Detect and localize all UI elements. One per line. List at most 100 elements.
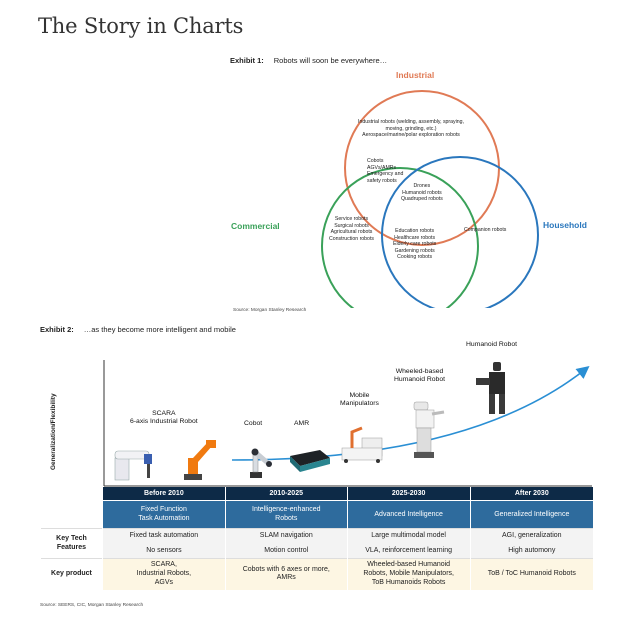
- text-line: SCARA,: [150, 561, 177, 569]
- exhibit1-label: Exhibit 1:: [230, 56, 264, 65]
- stage-cell: Generalized Intelligence: [469, 499, 593, 528]
- text-line: Drones: [413, 183, 431, 189]
- text-line: Service robots: [334, 216, 369, 222]
- commercial-label: Commercial: [231, 221, 280, 231]
- product-cell: Cobots with 6 axes or more,AMRs: [224, 557, 348, 590]
- text-line: Cobots: [367, 158, 384, 164]
- product-cell: SCARA,Industrial Robots,AGVs: [101, 557, 226, 590]
- text-line: Wheeled-based: [395, 368, 444, 375]
- text-line: Aerospace/marine/polar exploration robot…: [362, 132, 460, 139]
- exhibit1-caption: Exhibit 1: Robots will soon be everywhere…: [230, 56, 387, 65]
- key-product-header: Key product: [40, 557, 103, 590]
- text-line: Advanced Intelligence: [374, 510, 443, 518]
- text-line: AGVs: [154, 578, 174, 586]
- mobile-manipulator-illustration: [341, 426, 383, 463]
- tech-cell: High automony: [469, 543, 593, 558]
- text-line: Robots: [275, 515, 298, 522]
- tech-row: No sensors Motion control VLA, reinforce…: [41, 543, 593, 558]
- stage-label-humanoid: Humanoid Robot: [466, 341, 517, 349]
- tech-cell: VLA, reinforcement learning: [346, 543, 471, 558]
- text-line: AMRs: [276, 574, 296, 582]
- text-line: Humanoid robots: [402, 189, 442, 196]
- amr-illustration: [290, 450, 330, 472]
- text-line: Gardening robots: [394, 247, 435, 254]
- text-line: Humanoid Robot: [394, 376, 446, 384]
- text-line: Cobots with 6 axes or more,: [242, 565, 330, 573]
- region-household-only: Companion robots: [464, 227, 506, 234]
- exhibit2-source: Source: SEERS, CIC, Morgan Stanley Resea…: [40, 603, 144, 608]
- stage-label-cobot: Cobot: [244, 420, 262, 428]
- text-line: AMR: [294, 420, 310, 427]
- text-line: Intelligence-enhanced: [252, 506, 321, 513]
- tech-cell: AGI, generalization: [469, 527, 593, 543]
- roadmap-table: Before 2010 2010-2025 2025-2030 After 20…: [40, 487, 593, 590]
- text-line: ToB / ToC Humanoid Robots: [487, 569, 576, 577]
- text-line: moving, grinding, etc.): [385, 125, 437, 132]
- cobot-illustration: [250, 448, 272, 478]
- household-label: Household: [543, 220, 587, 230]
- humanoid-illustration: [476, 362, 505, 414]
- text-line: Cooking robots: [397, 254, 433, 261]
- text-line: Surgical robots: [334, 222, 369, 229]
- text-line: 6-axis Industrial Robot: [130, 418, 198, 426]
- text-line: Humanoid Robot: [466, 341, 518, 348]
- text-line: Companion robots: [464, 227, 507, 233]
- era-header: Before 2010: [101, 487, 226, 500]
- exhibit1-text: Robots will soon be everywhere…: [273, 56, 388, 65]
- era-header: 2010-2025: [224, 487, 348, 500]
- stage-label-amr: AMR: [294, 420, 309, 428]
- text-line: Industrial robots (welding, assembly, sp…: [358, 119, 465, 125]
- exhibit2-caption: Exhibit 2:…as they become more intellige…: [40, 325, 236, 334]
- tech-cell: Large multimodal model: [346, 527, 471, 543]
- text-line: Task Automation: [138, 515, 190, 522]
- text-line: Robots, Mobile Manipulators,: [363, 569, 454, 577]
- text-line: Education robots: [395, 228, 435, 234]
- text-line: Mobile: [349, 392, 370, 399]
- text-line: SCARA: [152, 410, 176, 417]
- text-line: AGVs/AMRs: [367, 164, 397, 171]
- text-line: Healthcare robots: [394, 234, 436, 241]
- text-line: Key Tech: [56, 535, 87, 542]
- household-circle: [381, 156, 539, 308]
- page-title: The Story in Charts: [38, 14, 244, 38]
- text-line: Fixed Function: [140, 506, 187, 513]
- venn-circles: [321, 90, 539, 308]
- tech-cell: Fixed task automation: [101, 527, 226, 543]
- tech-cell: No sensors: [101, 543, 226, 558]
- venn-diagram: Industrial Commercial Household Industri…: [220, 68, 620, 308]
- y-axis-label: Generalization/Flexibility: [50, 393, 57, 470]
- text-line: Quadruped robots: [401, 196, 443, 203]
- text-line: Construction robots: [329, 235, 374, 242]
- text-line: Agricultural robots: [330, 229, 373, 236]
- stage-cell: Advanced Intelligence: [346, 499, 471, 528]
- exhibit2-text: …as they become more intelligent and mob…: [83, 325, 236, 334]
- region-industrial-only: Industrial robots (welding, assembly, sp…: [358, 119, 464, 139]
- scara-robot-illustration: [114, 450, 152, 481]
- exhibit1-source: Source: Morgan Stanley Research: [233, 308, 307, 313]
- text-line: Features: [56, 544, 87, 551]
- wheeled-humanoid-illustration: [413, 401, 445, 458]
- tech-cell: SLAM navigation: [224, 527, 348, 543]
- text-line: Industrial Robots,: [136, 569, 192, 577]
- era-row: Before 2010 2010-2025 2025-2030 After 20…: [40, 487, 593, 500]
- industrial-robot-illustration: [184, 440, 216, 480]
- era-header: After 2030: [469, 487, 593, 500]
- tech-cell: Motion control: [224, 543, 348, 558]
- text-line: Emergency and: [367, 171, 404, 178]
- product-cell: ToB / ToC Humanoid Robots: [469, 557, 593, 590]
- evolution-svg: [103, 360, 592, 487]
- text-line: safety robots: [367, 177, 397, 184]
